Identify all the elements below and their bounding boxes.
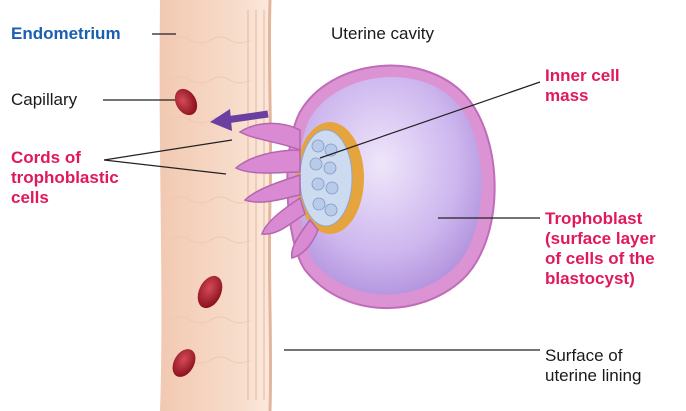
label-endometrium: Endometrium <box>11 24 121 44</box>
blastocyst <box>287 66 494 308</box>
label-trophoblast: Trophoblast (surface layer of cells of t… <box>545 209 656 289</box>
endometrium-tissue <box>160 0 271 411</box>
label-surface-of-uterine-lining: Surface of uterine lining <box>545 346 641 386</box>
label-inner-cell-mass: Inner cell mass <box>545 66 620 106</box>
label-uterine-cavity: Uterine cavity <box>331 24 434 44</box>
label-capillary: Capillary <box>11 90 77 110</box>
label-cords-of-trophoblastic-cells: Cords of trophoblastic cells <box>11 148 119 208</box>
